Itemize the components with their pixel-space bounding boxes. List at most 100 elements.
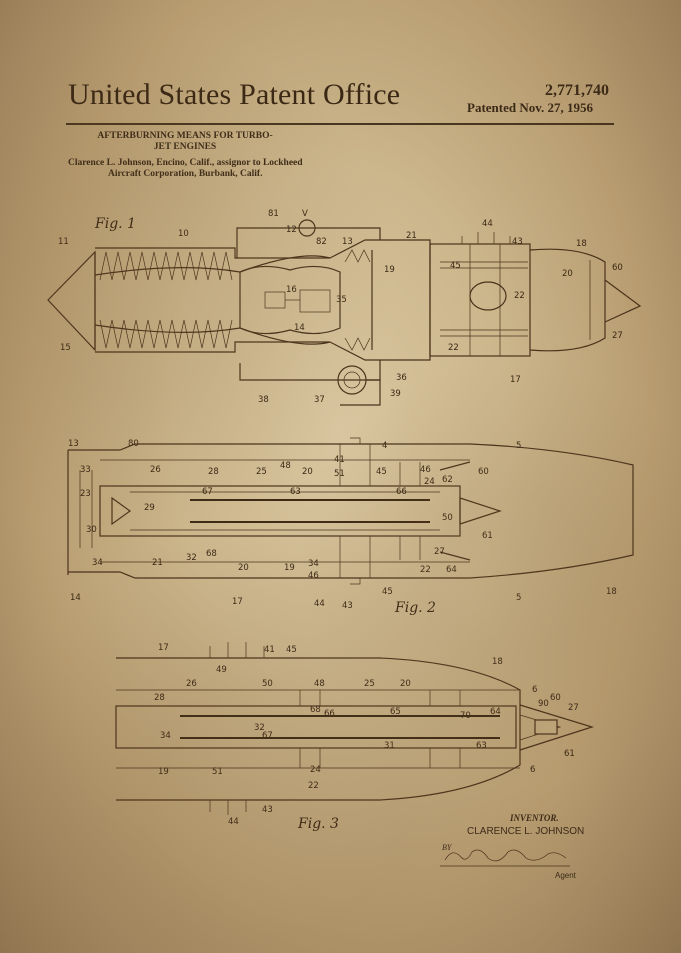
fig2-ref-label: 30 (86, 525, 97, 535)
fig3-caption: Fig. 3 (297, 816, 339, 832)
fig2-ref-label: 34 (92, 558, 103, 568)
fig2-ref-label: 28 (208, 467, 219, 477)
fig3-ref-label: 45 (286, 645, 297, 655)
inventor-line-2: Aircraft Corporation, Burbank, Calif. (108, 169, 263, 179)
inventor-name: CLARENCE L. JOHNSON (467, 826, 585, 837)
inventor-heading: INVENTOR. (510, 813, 559, 823)
fig1-ref-label: 22 (514, 291, 525, 301)
fig2-ref-label: 64 (446, 565, 457, 575)
fig3-ref-label: 51 (212, 767, 223, 777)
fig1-ref-label: 11 (58, 237, 69, 247)
fig3-ref-label: 70 (460, 711, 471, 721)
fig2-ref-label: 20 (302, 467, 313, 477)
fig2-ref-label: 32 (186, 553, 197, 563)
fig2-ref-label: 66 (396, 487, 407, 497)
fig1-ref-label: 15 (60, 343, 71, 353)
fig1-ref-label: 18 (576, 239, 587, 249)
fig2-ref-label: 44 (314, 599, 325, 609)
fig3-ref-label: 63 (476, 741, 487, 751)
fig2-ref-label: 4 (382, 441, 387, 451)
fig2-ref-label: 22 (420, 565, 431, 575)
fig2-ref-label: 29 (144, 503, 155, 513)
fig3-ref-label: 17 (158, 643, 169, 653)
fig3-ref-label: 50 (262, 679, 273, 689)
fig3-ref-label: 60 (550, 693, 561, 703)
fig2-ref-label: 45 (382, 587, 393, 597)
fig1-ref-label: 36 (396, 373, 407, 383)
fig2-ref-label: 33 (80, 465, 91, 475)
fig2-ref-label: 23 (80, 489, 91, 499)
fig3-ref-label: 67 (262, 731, 273, 741)
fig2-ref-label: 48 (280, 461, 291, 471)
fig1-ref-label: 19 (384, 265, 395, 275)
fig3-ref-label: 31 (384, 741, 395, 751)
fig2-ref-label: 27 (434, 547, 445, 557)
fig2-ref-label: 60 (478, 467, 489, 477)
fig1-ref-label: 37 (314, 395, 325, 405)
fig2-ref-label: 18 (606, 587, 617, 597)
fig1-ref-label: 13 (342, 237, 353, 247)
fig2-ref-label: 68 (206, 549, 217, 559)
fig2-ref-label: 41 (334, 455, 345, 465)
fig2-ref-label: 24 (424, 477, 435, 487)
fig3-ref-label: 24 (310, 765, 321, 775)
fig1-ref-label: 16 (286, 285, 297, 295)
patent-number: 2,771,740 (545, 82, 609, 99)
fig1-ref-label: 60 (612, 263, 623, 273)
fig2-ref-label: 5 (516, 593, 521, 603)
fig3-ref-label: 41 (264, 645, 275, 655)
fig3-ref-label: 6 (530, 765, 535, 775)
fig1-ref-label: 35 (336, 295, 347, 305)
fig3-ref-label: 49 (216, 665, 227, 675)
fig3-ref-label: 65 (390, 707, 401, 717)
fig1-ref-label: 45 (450, 261, 461, 271)
fig1-ref-label: 82 (316, 237, 327, 247)
fig2-caption: Fig. 2 (394, 600, 436, 616)
fig1-ref-label: 27 (612, 331, 623, 341)
fig1-ref-label: 81 (268, 209, 279, 219)
invention-title: AFTERBURNING MEANS FOR TURBO-JET ENGINES (97, 131, 273, 152)
fig3-ref-label: 22 (308, 781, 319, 791)
fig1-ref-label: 20 (562, 269, 573, 279)
fig2-ref-label: 14 (70, 593, 81, 603)
fig2-ref-label: 67 (202, 487, 213, 497)
fig2-ref-label: 20 (238, 563, 249, 573)
fig1-caption: Fig. 1 (94, 216, 136, 232)
fig2-ref-label: 5 (516, 441, 521, 451)
agent-label: Agent (555, 871, 576, 880)
fig2-ref-label: 51 (334, 469, 345, 479)
fig3-ref-label: 26 (186, 679, 197, 689)
fig3-ref-label: 44 (228, 817, 239, 827)
office-title: United States Patent Office (68, 78, 401, 111)
fig2-ref-label: 19 (284, 563, 295, 573)
fig2-ref-label: 50 (442, 513, 453, 523)
header-rule (66, 123, 614, 125)
fig1-ref-label: 38 (258, 395, 269, 405)
fig1-ref-label: 10 (178, 229, 189, 239)
fig1-ref-label: 44 (482, 219, 493, 229)
fig2-ref-label: 21 (152, 558, 163, 568)
fig1-ref-label: 17 (510, 375, 521, 385)
fig1-ref-label: 22 (448, 343, 459, 353)
fig2-ref-label: 13 (68, 439, 79, 449)
fig1-ref-label: 39 (390, 389, 401, 399)
fig2-ref-label: 61 (482, 531, 493, 541)
fig2-ref-label: 17 (232, 597, 243, 607)
inventor-line-1: Clarence L. Johnson, Encino, Calif., ass… (68, 158, 303, 168)
fig3-ref-label: 66 (324, 709, 335, 719)
fig3-ref-label: 90 (538, 699, 549, 709)
fig3-ref-label: 43 (262, 805, 273, 815)
fig2-ref-label: 25 (256, 467, 267, 477)
fig1-ref-label: 14 (294, 323, 305, 333)
fig3-ref-label: 48 (314, 679, 325, 689)
patent-date: Patented Nov. 27, 1956 (467, 100, 594, 115)
fig3-ref-label: 20 (400, 679, 411, 689)
